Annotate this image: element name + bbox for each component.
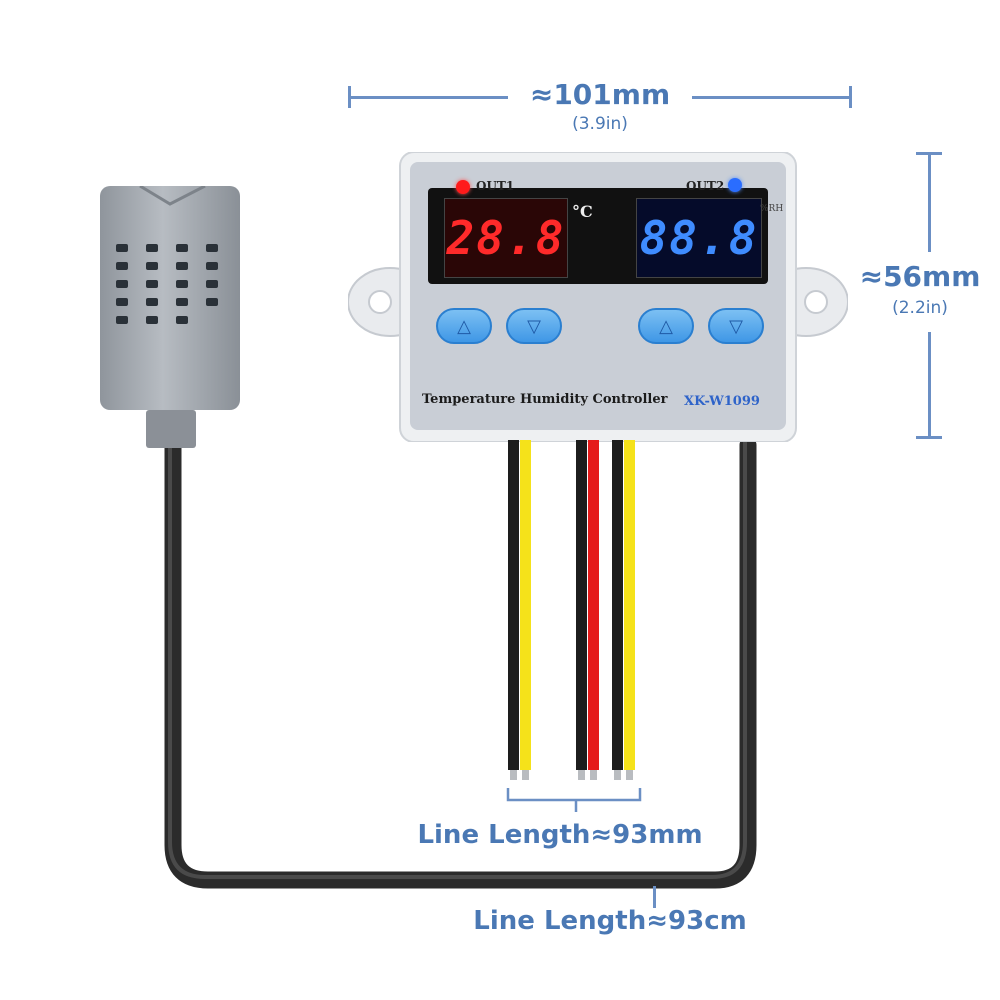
out1-led-icon — [456, 180, 470, 194]
height-line-top — [928, 152, 931, 252]
out1-down-button[interactable]: ▽ — [506, 308, 562, 344]
humidity-sensor-probe — [100, 184, 248, 450]
width-sub-label: (3.9in) — [572, 114, 628, 134]
width-tick-right — [849, 86, 852, 108]
up-arrow-icon: △ — [659, 315, 673, 337]
width-tick-left — [348, 86, 351, 108]
down-arrow-icon: ▽ — [527, 315, 541, 337]
height-main-label: ≈56mm — [859, 260, 981, 293]
width-main-label: ≈101mm — [529, 78, 671, 111]
controller-housing: OUT1 OUT2 28.8 °C 88.8 %RH △ ▽ △ ▽ Tempe… — [348, 152, 848, 442]
out1-label: OUT1 — [476, 179, 515, 193]
out2-up-button[interactable]: △ — [638, 308, 694, 344]
down-arrow-icon: ▽ — [729, 315, 743, 337]
height-tick-bottom — [916, 436, 942, 439]
temperature-display: 28.8 — [444, 198, 568, 278]
height-dimension: ≈56mm (2.2in) — [850, 152, 990, 440]
humidity-unit: %RH — [760, 204, 784, 214]
temperature-readout: 28.8 — [446, 211, 566, 265]
humidity-display: 88.8 — [636, 198, 762, 278]
output-wires — [508, 440, 635, 780]
wire-length-bracket — [506, 788, 642, 812]
device-title: Temperature Humidity Controller — [422, 392, 668, 407]
temperature-unit: °C — [572, 202, 593, 221]
wire-length-label: Line Length≈93mm — [417, 820, 703, 850]
out1-up-button[interactable]: △ — [436, 308, 492, 344]
width-dimension: ≈101mm (3.9in) — [348, 78, 852, 134]
humidity-readout: 88.8 — [639, 211, 759, 265]
device-model: XK-W1099 — [684, 394, 760, 409]
out2-led-icon — [728, 178, 742, 192]
width-line-right — [692, 96, 852, 99]
out2-down-button[interactable]: ▽ — [708, 308, 764, 344]
up-arrow-icon: △ — [457, 315, 471, 337]
cable-length-tick — [653, 886, 656, 908]
height-line-bottom — [928, 332, 931, 437]
cable-length-label: Line Length≈93cm — [473, 906, 747, 936]
out2-label: OUT2 — [686, 179, 725, 193]
height-sub-label: (2.2in) — [892, 298, 948, 318]
width-line-left — [348, 96, 508, 99]
